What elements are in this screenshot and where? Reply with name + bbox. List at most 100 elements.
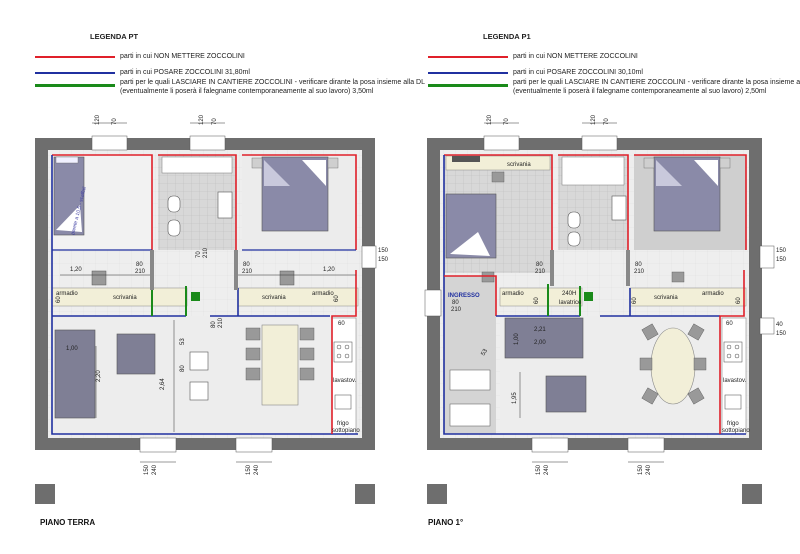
toilet <box>167 219 181 237</box>
coffee-table <box>545 375 587 413</box>
legend-item-red: parti in cui NON METTERE ZOCCOLINI <box>120 53 245 60</box>
legend-title: LEGENDA P1 <box>483 32 531 41</box>
legend-item-blue: parti in cui POSARE ZOCCOLINI 30,10ml <box>513 69 643 76</box>
shower <box>561 156 625 186</box>
armchair-1 <box>189 351 209 371</box>
green-marker <box>191 292 200 301</box>
dim-top: 70 <box>604 118 610 125</box>
legend-item-red: parti in cui NON METTERE ZOCCOLINI <box>513 53 638 60</box>
dim-53: 53 <box>180 338 186 345</box>
pillar <box>355 484 375 504</box>
legend-title: LEGENDA PT <box>90 32 139 41</box>
dim-200: 2,00 <box>534 340 546 346</box>
plan-title-left: PIANO TERRA <box>40 518 96 527</box>
dim-bottom: 150 <box>536 464 542 475</box>
dim-top: 120 <box>95 114 101 125</box>
label-lavastov: lavastov. <box>333 378 357 384</box>
dim-60: 60 <box>632 297 638 304</box>
door-dim: 80 <box>243 262 250 268</box>
dim-195: 1,95 <box>512 392 518 404</box>
legend-blue-line <box>428 72 508 74</box>
dim-top: 120 <box>199 114 205 125</box>
label-armadio: armadio <box>702 291 724 297</box>
furniture-band-right <box>237 287 359 307</box>
dim-60: 60 <box>726 321 733 327</box>
legend-right: LEGENDA P1 parti in cui NON METTERE ZOCC… <box>428 32 800 102</box>
label-240h: 240H <box>562 291 576 297</box>
label-scrivania: scrivania <box>262 295 286 301</box>
label-armadio: armadio <box>502 291 524 297</box>
door-dim: 80 <box>536 262 543 268</box>
label-ingresso: INGRESSO <box>448 293 480 299</box>
plan-piano-terra <box>35 122 377 504</box>
dim-60: 60 <box>534 297 540 304</box>
dim-60: 60 <box>338 321 345 327</box>
furniture-band-left <box>499 287 583 307</box>
coffee-table <box>116 333 156 375</box>
dim-top: 120 <box>487 114 493 125</box>
window-bottom-2 <box>235 437 273 453</box>
cooktop <box>333 341 353 363</box>
dim-120: 1,20 <box>70 267 82 273</box>
dim-70: 70 <box>196 251 202 258</box>
label-sottopiano: sottopiano <box>332 428 360 434</box>
door-dim: 210 <box>535 269 546 275</box>
pillar <box>742 484 762 504</box>
plan-title-right: PIANO 1° <box>428 518 464 527</box>
window-bottom-1 <box>139 437 177 453</box>
window-side <box>361 245 377 269</box>
door-dim: 210 <box>242 269 253 275</box>
dim-120: 1,20 <box>323 267 335 273</box>
dim-side: 150 <box>776 257 787 263</box>
dim-side: 150 <box>378 257 389 263</box>
legend-blue-line <box>35 72 115 74</box>
legend-item-green: parti per le quali LASCIARE IN CANTIERE … <box>513 79 800 86</box>
sink <box>217 191 233 219</box>
dim-bottom: 240 <box>646 464 652 475</box>
window-top-1 <box>91 135 128 151</box>
label-scrivania: scrivania <box>507 162 531 168</box>
kitchen-sink <box>334 394 352 410</box>
dining-table <box>261 324 299 406</box>
label-frigo: frigo <box>337 421 349 427</box>
dim-bottom: 240 <box>152 464 158 475</box>
dim-220: 2,20 <box>96 370 102 382</box>
shower <box>161 156 233 174</box>
label-armadio: armadio <box>56 291 78 297</box>
label-lavastov: lavastov. <box>723 378 747 384</box>
dim-bottom: 150 <box>246 464 252 475</box>
dim-53: 53 <box>481 348 490 357</box>
kitchen-counter <box>331 317 357 435</box>
dim-top: 70 <box>112 118 118 125</box>
sofa <box>504 317 584 359</box>
label-frigo: frigo <box>727 421 739 427</box>
label-scrivania: scrivania <box>654 295 678 301</box>
door-dim: 210 <box>451 307 462 313</box>
dim-60: 60 <box>736 297 742 304</box>
legend-green-line <box>35 84 115 87</box>
sofa <box>54 329 96 419</box>
door-dim: 80 <box>635 262 642 268</box>
window-top-2 <box>189 135 226 151</box>
dim-bottom: 150 <box>638 464 644 475</box>
furniture-band-right <box>629 287 747 307</box>
dim-264: 2,64 <box>160 378 166 390</box>
dim-top: 70 <box>212 118 218 125</box>
dim-60: 60 <box>334 295 340 302</box>
door-dim: 210 <box>218 317 224 328</box>
dim-top: 120 <box>591 114 597 125</box>
dim-side: 40 <box>776 322 783 328</box>
entry-door <box>424 289 442 317</box>
dim-bottom: 150 <box>144 464 150 475</box>
label-lavatrice: lavatrice <box>559 300 582 306</box>
legend-left: LEGENDA PT parti in cui NON METTERE ZOCC… <box>35 32 425 102</box>
dim-bottom: 240 <box>254 464 260 475</box>
dim-100: 1,00 <box>514 333 520 345</box>
door-dim: 80 <box>211 321 217 328</box>
kitchen-counter <box>721 317 747 435</box>
dining-table-oval <box>650 327 696 405</box>
door-dim: 80 <box>452 300 459 306</box>
label-scrivania: scrivania <box>113 295 137 301</box>
dim-side: 150 <box>776 331 787 337</box>
